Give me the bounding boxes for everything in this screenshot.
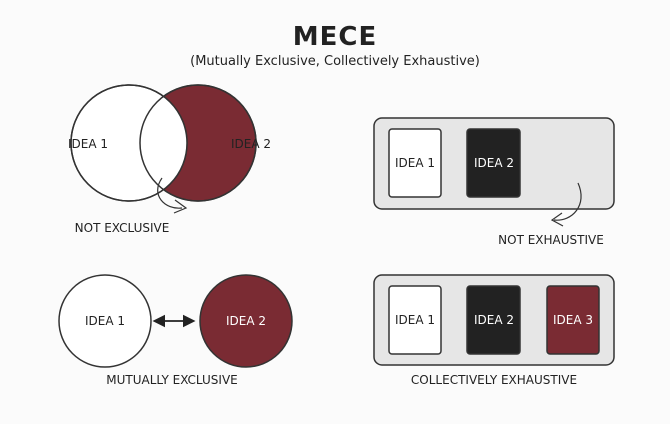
idea2-circle xyxy=(199,274,293,368)
pointer-arrow xyxy=(553,182,582,221)
idea2-card xyxy=(466,285,521,355)
idea3-card-label: IDEA 3 xyxy=(553,313,593,327)
idea2-card-label: IDEA 2 xyxy=(474,156,514,170)
quadrant-not-exhaustive: IDEA 1 IDEA 2 NOT EXHAUSTIVE xyxy=(373,117,615,247)
idea1-card-label: IDEA 1 xyxy=(395,156,435,170)
quadrant-mutually-exclusive: IDEA 1 IDEA 2 MUTUALLY EXCLUSIVE xyxy=(58,274,293,387)
mutually-exclusive-caption: MUTUALLY EXCLUSIVE xyxy=(106,373,238,387)
idea2-card xyxy=(466,128,521,198)
pointer-arrow xyxy=(157,177,183,209)
idea2-label: IDEA 2 xyxy=(226,314,266,328)
pointer-arrowhead xyxy=(550,212,564,227)
idea1-card xyxy=(388,285,442,355)
not-exhaustive-caption: NOT EXHAUSTIVE xyxy=(498,233,604,247)
not-exclusive-caption: NOT EXCLUSIVE xyxy=(75,221,170,235)
idea2-label: IDEA 2 xyxy=(231,137,271,151)
idea2-card-label: IDEA 2 xyxy=(474,313,514,327)
idea1-outline xyxy=(70,84,188,202)
idea3-card xyxy=(546,285,600,355)
idea1-card-label: IDEA 1 xyxy=(395,313,435,327)
pointer-arrowhead xyxy=(173,199,188,214)
overlap-lens xyxy=(140,96,187,190)
idea1-circle xyxy=(58,274,152,368)
idea1-label: IDEA 1 xyxy=(85,314,125,328)
quadrant-collectively-exhaustive: IDEA 1 IDEA 2 IDEA 3 COLLECTIVELY EXHAUS… xyxy=(373,274,615,387)
diagram-subtitle: (Mutually Exclusive, Collectively Exhaus… xyxy=(190,54,480,69)
idea1-label: IDEA 1 xyxy=(68,137,108,151)
quadrant-not-exclusive: IDEA 1 IDEA 2 NOT EXCLUSIVE xyxy=(68,84,271,235)
idea2-outline xyxy=(139,84,257,202)
collectively-exhaustive-caption: COLLECTIVELY EXHAUSTIVE xyxy=(411,373,577,387)
idea1-card xyxy=(388,128,442,198)
diagram-title: MECE xyxy=(292,22,378,52)
